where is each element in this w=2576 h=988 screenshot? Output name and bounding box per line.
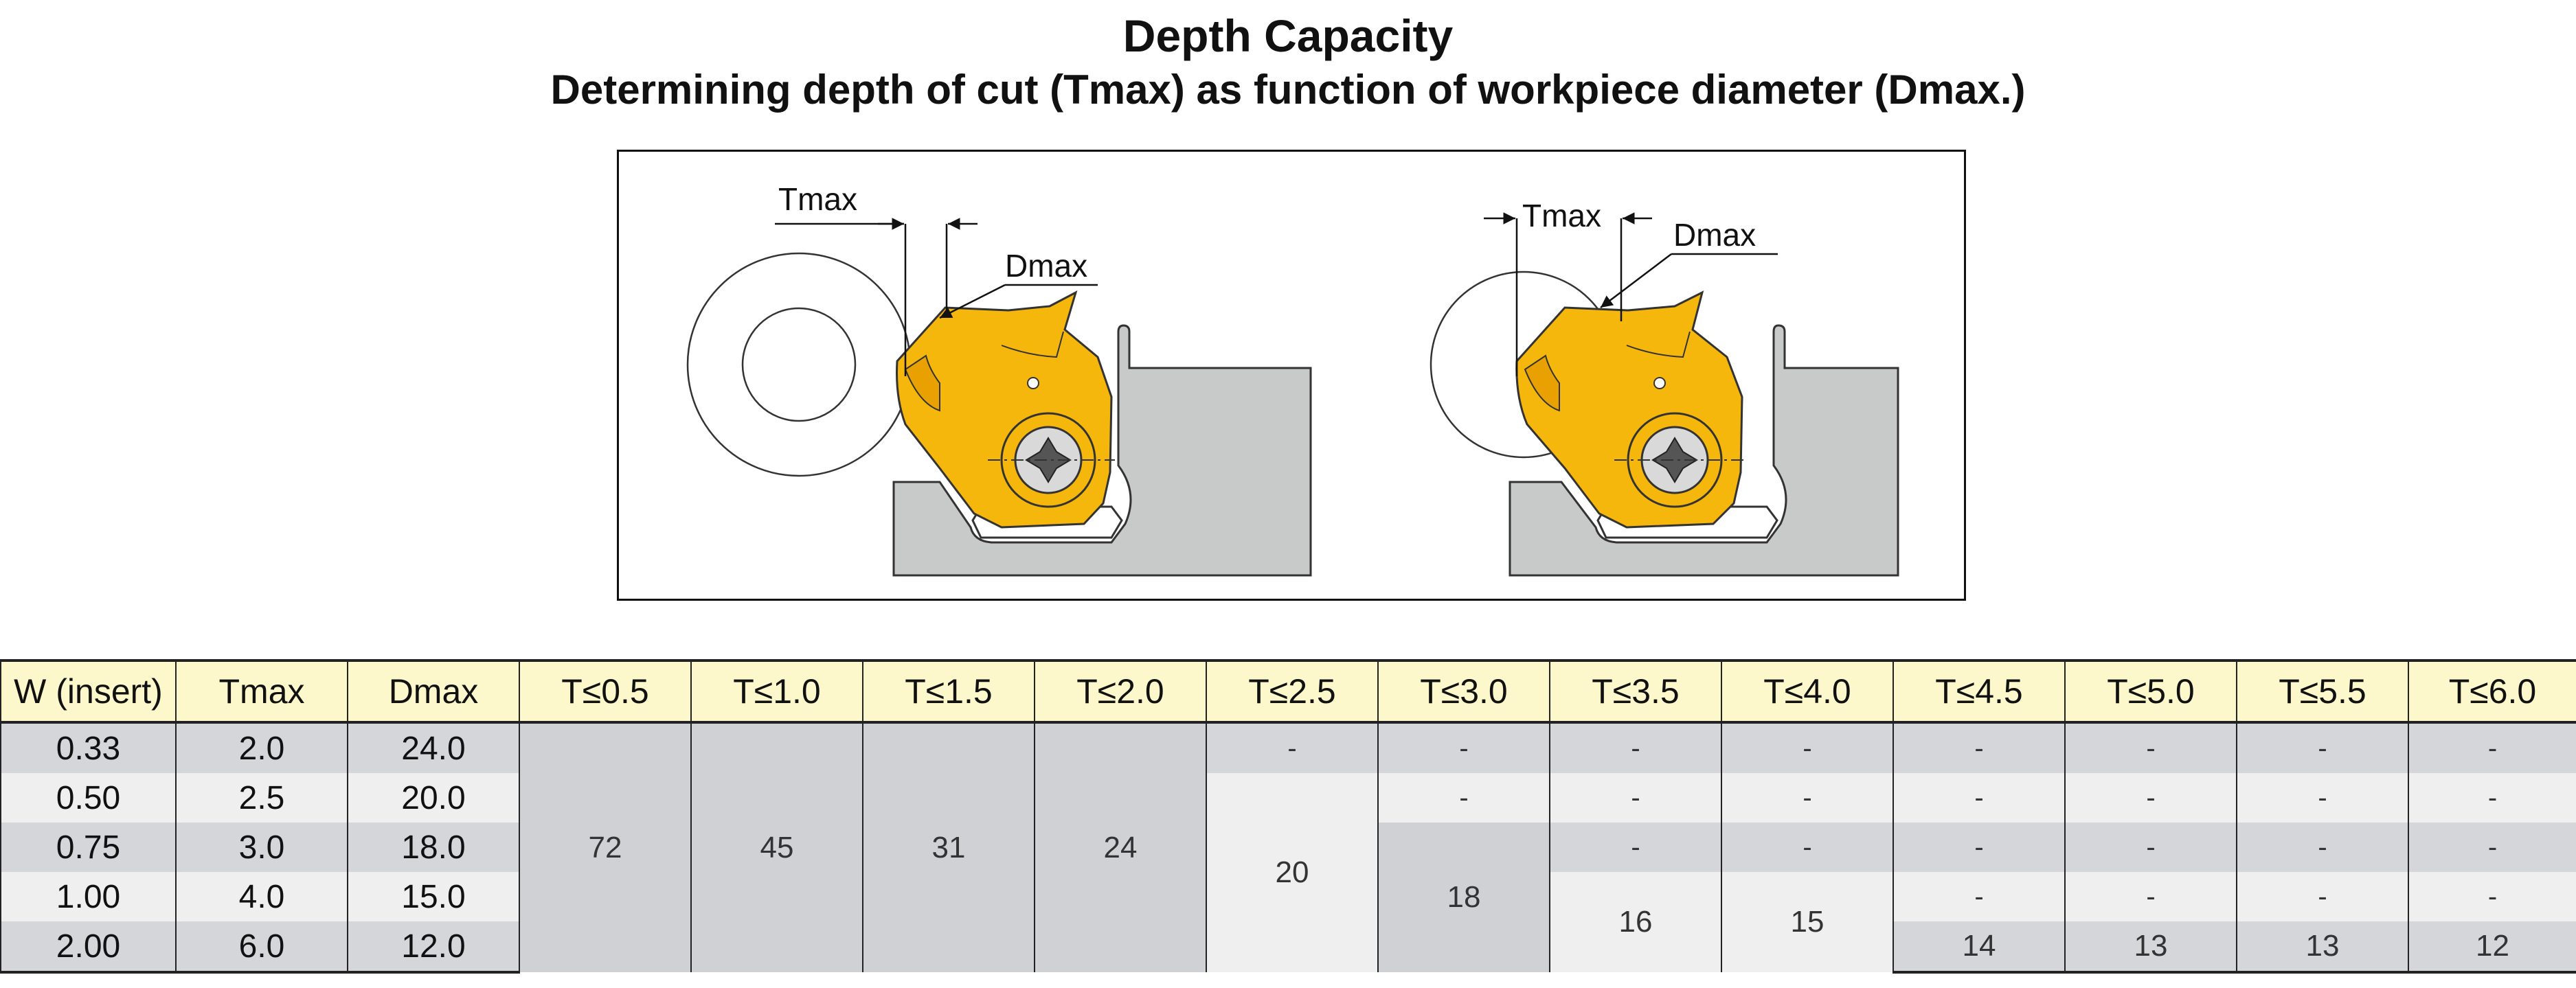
cell-w: 0.75 <box>0 823 177 872</box>
cell-t40-dash: - <box>1721 722 1894 773</box>
cell-t60-dash: - <box>2408 823 2576 872</box>
table-row: 1.00 4.0 15.0 16 15 - - - - <box>0 872 2576 972</box>
left-drawing: Tmax Dmax <box>686 181 1312 577</box>
cell-t30-merged: 18 <box>1377 823 1550 972</box>
table-row: 0.50 2.5 20.0 20 - - - - - - - <box>0 773 2576 972</box>
page-title: Depth Capacity <box>1122 10 1454 61</box>
cell-t50-dash: - <box>2064 872 2237 921</box>
insert-dot <box>1653 377 1666 389</box>
left-dmax-label: Dmax <box>1005 248 1087 284</box>
cell-w: 1.00 <box>0 872 177 921</box>
cell-tmax: 6.0 <box>175 921 348 974</box>
cell-t60-dash: - <box>2408 722 2576 773</box>
col-header-t50: T≤5.0 <box>2064 659 2237 724</box>
cell-t35-merged: 16 <box>1549 872 1722 972</box>
cell-t45-dash: - <box>1893 872 2066 921</box>
cell-t40-dash: - <box>1721 773 1894 823</box>
cell-t50: 13 <box>2064 921 2237 974</box>
col-header-t25: T≤2.5 <box>1206 659 1379 724</box>
right-drawing: Tmax Dmax <box>1430 198 1899 577</box>
col-header-t40: T≤4.0 <box>1721 659 1894 724</box>
table-row: 2.00 6.0 12.0 14 13 13 12 <box>0 921 2576 974</box>
cell-tmax: 2.5 <box>175 773 348 823</box>
cell-t55-dash: - <box>2236 773 2409 823</box>
col-header-t20: T≤2.0 <box>1034 659 1207 724</box>
depth-capacity-table: W (insert) Tmax Dmax T≤0.5 T≤1.0 T≤1.5 T… <box>0 659 2576 974</box>
right-tmax-label: Tmax <box>1522 198 1601 233</box>
tool-holder <box>1509 324 1899 577</box>
cell-t35-dash: - <box>1549 722 1722 773</box>
cell-dmax: 18.0 <box>347 823 520 872</box>
dmax-leader <box>1600 253 1672 308</box>
cell-t60-dash: - <box>2408 872 2576 921</box>
cell-tmax: 2.0 <box>175 722 348 773</box>
page-subtitle: Determining depth of cut (Tmax) as funct… <box>550 67 2026 113</box>
insert-chip-face <box>1524 354 1560 412</box>
cell-dmax: 20.0 <box>347 773 520 823</box>
insert-ridge <box>1626 331 1691 358</box>
cell-w: 2.00 <box>0 921 177 974</box>
col-header-t35: T≤3.5 <box>1549 659 1722 724</box>
cell-dmax: 24.0 <box>347 722 520 773</box>
cell-t35-dash: - <box>1549 773 1722 823</box>
cell-w: 0.50 <box>0 773 177 823</box>
col-header-t55: T≤5.5 <box>2236 659 2409 724</box>
tool-holder <box>892 324 1312 577</box>
cell-t55-dash: - <box>2236 722 2409 773</box>
cell-tmax: 4.0 <box>175 872 348 921</box>
cell-t35-dash: - <box>1549 823 1722 872</box>
cell-t30-dash: - <box>1377 773 1550 823</box>
torx-drive <box>1025 437 1072 483</box>
cell-t20-merged: 24 <box>1034 722 1207 972</box>
col-header-t30: T≤3.0 <box>1377 659 1550 724</box>
cell-tmax: 3.0 <box>175 823 348 872</box>
col-header-t10: T≤1.0 <box>690 659 863 724</box>
cell-t15-merged: 31 <box>862 722 1035 972</box>
depth-diagram: Tmax Dmax Tmax Dmax <box>617 150 1966 601</box>
cell-t45-dash: - <box>1893 823 2066 872</box>
cell-t45-dash: - <box>1893 773 2066 823</box>
insert-dot <box>1027 377 1039 389</box>
cell-dmax: 15.0 <box>347 872 520 921</box>
cell-t50-dash: - <box>2064 722 2237 773</box>
cell-t25-dash: - <box>1206 722 1379 773</box>
cell-t10-merged: 45 <box>690 722 863 972</box>
cell-t50-dash: - <box>2064 773 2237 823</box>
table-row: 0.75 3.0 18.0 18 - - - - - - <box>0 823 2576 972</box>
workpiece-bore <box>741 307 857 422</box>
cell-t55-dash: - <box>2236 823 2409 872</box>
torx-drive <box>1651 437 1698 483</box>
table-header-row: W (insert) Tmax Dmax T≤0.5 T≤1.0 T≤1.5 T… <box>0 659 2576 724</box>
cell-t45-dash: - <box>1893 722 2066 773</box>
cell-t25-merged: 20 <box>1206 773 1379 972</box>
col-header-w-insert: W (insert) <box>0 659 177 724</box>
cell-t60: 12 <box>2408 921 2576 974</box>
cell-t50-dash: - <box>2064 823 2237 872</box>
table-row: 0.33 2.0 24.0 72 45 31 24 - - - - - - - … <box>0 722 2576 972</box>
col-header-dmax: Dmax <box>347 659 520 724</box>
cell-t55-dash: - <box>2236 872 2409 921</box>
cell-t05-merged: 72 <box>519 722 692 972</box>
cell-t30-dash: - <box>1377 722 1550 773</box>
col-header-tmax: Tmax <box>175 659 348 724</box>
col-header-t15: T≤1.5 <box>862 659 1035 724</box>
left-tmax-label: Tmax <box>778 181 857 217</box>
col-header-t60: T≤6.0 <box>2408 659 2576 724</box>
col-header-t45: T≤4.5 <box>1893 659 2066 724</box>
cell-t40-merged: 15 <box>1721 872 1894 972</box>
cell-t55: 13 <box>2236 921 2409 974</box>
cell-t60-dash: - <box>2408 773 2576 823</box>
cell-w: 0.33 <box>0 722 177 773</box>
cell-t45: 14 <box>1893 921 2066 974</box>
insert-chip-face <box>904 354 940 412</box>
dmax-leader <box>939 284 1006 319</box>
col-header-t05: T≤0.5 <box>519 659 692 724</box>
cell-dmax: 12.0 <box>347 921 520 974</box>
insert-ridge <box>1001 331 1064 358</box>
cell-t40-dash: - <box>1721 823 1894 872</box>
right-dmax-label: Dmax <box>1673 217 1756 253</box>
